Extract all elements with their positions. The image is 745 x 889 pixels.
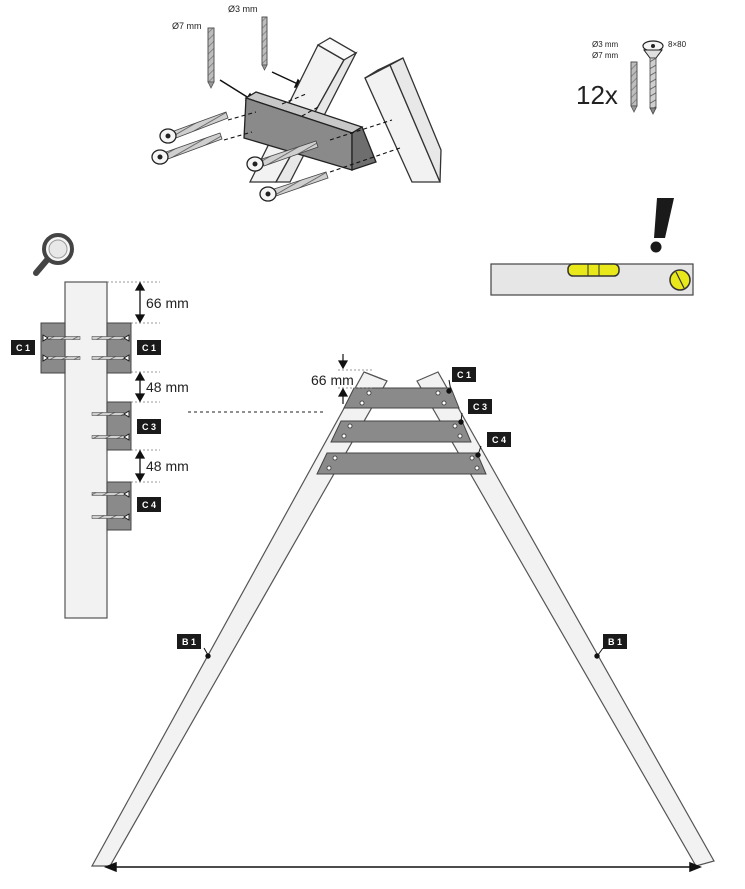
detail-screws — [42, 334, 130, 521]
screw-4 — [259, 171, 329, 202]
detail-dimension-arrows — [134, 281, 146, 483]
svg-text:C 3: C 3 — [473, 402, 487, 412]
svg-text:C 4: C 4 — [492, 435, 506, 445]
detail-spacing-top: 66 mm — [146, 295, 189, 311]
main-dimension-arrows — [337, 354, 372, 404]
detail-spacing-bottom: 48 mm — [146, 458, 189, 474]
svg-text:B 1: B 1 — [182, 637, 196, 647]
board-screw-dots — [326, 390, 480, 471]
post-right — [364, 57, 442, 183]
drill-label-3mm: Ø3 mm — [228, 4, 258, 14]
board-c3 — [330, 420, 472, 443]
c1-right-board — [106, 322, 132, 374]
svg-text:C 4: C 4 — [142, 500, 156, 510]
detail-spacing-middle: 48 mm — [146, 379, 189, 395]
tag-b1-right: B 1 — [603, 634, 627, 649]
crossbeam-block — [243, 91, 377, 171]
c1-left-board — [40, 322, 66, 374]
hardware-quantity: 12x — [576, 80, 618, 110]
screw-1 — [159, 111, 229, 144]
hardware-screw-size: 8×80 — [668, 40, 687, 49]
a-frame-main: 66 mm C 1 C 3 C 4 B 1 B 1 — [90, 354, 715, 873]
exclamation-icon — [650, 198, 674, 253]
svg-text:C 1: C 1 — [142, 343, 156, 353]
tag-leaders — [203, 379, 604, 659]
hardware-drill-bit-icon — [630, 61, 638, 113]
screw-2 — [151, 132, 223, 165]
hardware-drill-small: Ø3 mm — [592, 40, 619, 49]
detail-post — [64, 281, 108, 619]
hardware-legend: 12x Ø3 mm Ø7 mm 8×80 — [576, 40, 687, 115]
tag-c1-left: C 1 — [11, 340, 35, 355]
drill-label-7mm: Ø7 mm — [172, 21, 202, 31]
tag-c4-main: C 4 — [487, 432, 511, 447]
board-c4 — [316, 452, 487, 475]
drill-bit-3mm-icon — [261, 16, 268, 71]
drill-bit-7mm-icon — [207, 27, 215, 89]
tag-c3-detail: C 3 — [137, 419, 161, 434]
hardware-screw-icon — [642, 40, 664, 115]
leg-left — [90, 371, 388, 867]
svg-text:B 1: B 1 — [608, 637, 622, 647]
detail-view: 66 mm 48 mm 48 mm C 1 C 1 C 3 C 4 — [11, 281, 326, 619]
spirit-level-icon — [490, 263, 694, 296]
tag-c4-detail: C 4 — [137, 497, 161, 512]
screw-3 — [246, 140, 319, 172]
screw-guide-lines — [223, 93, 401, 173]
tag-b1-left: B 1 — [177, 634, 201, 649]
board-c1 — [343, 387, 460, 409]
tag-c1-right: C 1 — [137, 340, 161, 355]
c4-board — [106, 481, 132, 531]
top-assembly-illustration: Ø7 mm Ø3 mm — [151, 4, 442, 202]
tag-c1-main: C 1 — [452, 367, 476, 382]
c3-board — [106, 401, 132, 451]
base-width-arrow — [103, 861, 703, 873]
svg-text:C 1: C 1 — [457, 370, 471, 380]
magnifier-icon — [33, 233, 74, 276]
svg-text:C 3: C 3 — [142, 422, 156, 432]
leg-right — [416, 371, 715, 867]
hardware-drill-large: Ø7 mm — [592, 51, 619, 60]
tag-c3-main: C 3 — [468, 399, 492, 414]
svg-text:C 1: C 1 — [16, 343, 30, 353]
main-spacing-top: 66 mm — [311, 372, 354, 388]
